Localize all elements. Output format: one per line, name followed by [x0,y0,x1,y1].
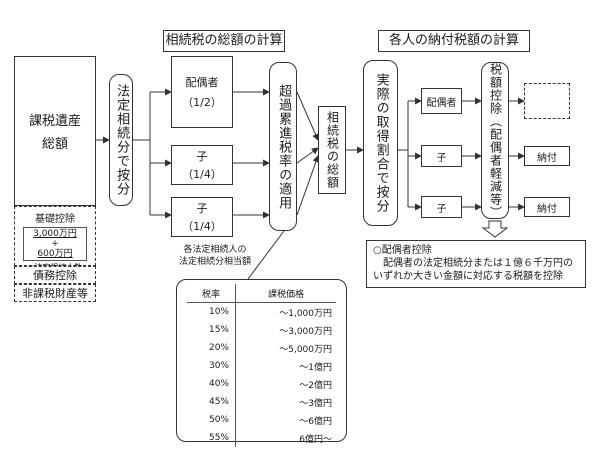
formula-line2: + [51,239,59,249]
heir-share: （1/4） [182,168,222,181]
rate-cell: 20% [208,343,229,353]
estate-title-line1: 課税遺産 [28,114,81,129]
payment-box-2: 納付 [524,197,570,217]
tax-credit-text: 税額控除（配偶者軽減等） [488,63,503,219]
heir-box-child-1: 子 （1/4） [171,145,233,185]
progressive-rate-box: 超過累進税率の適用 [269,62,297,231]
tax-credit-box: 税額控除（配偶者軽減等） [481,62,509,219]
column-header-rate: 税率 [187,284,236,303]
value-cell: 6億円～ [235,429,336,447]
spouse-payment-empty-box [524,83,570,119]
rate-cell: 40% [208,379,229,389]
basic-deduction-label: 基礎控除 [35,214,75,225]
actual-share-division: 実際の取得割合で按分 [363,60,398,226]
rate-cell: 50% [208,415,229,425]
table-row: 10% ～1,000万円 [187,302,336,321]
rate-cell: 55% [208,433,229,443]
payment-box-1: 納付 [524,146,570,166]
recipient-child-1: 子 [421,145,462,167]
spouse-deduction-note: ○配偶者控除 配偶者の法定相続分または１億６千万円の いずれか大きい金額に対応す… [366,240,586,288]
heir-box-child-2: 子 （1/4） [171,197,233,237]
column-header-taxable-value: 課税価格 [235,284,336,303]
header-individual-tax: 各人の納付税額の計算 [378,30,530,52]
heir-name: 子 [196,202,208,215]
heir-box-spouse: 配偶者 （1/2） [171,56,233,128]
rate-cell: 30% [208,361,229,371]
non-taxable-assets-box: 非課税財産等 [14,284,96,302]
heir-share: （1/2） [182,96,222,109]
formula-line3: 600万円 [37,249,73,259]
formula-line1: 3,000万円 [33,229,77,239]
rate-cell: 10% [208,307,229,317]
table-row: 55% 6億円～ [187,429,336,447]
table-row: 50% ～6億円 [187,411,336,429]
heirs-note-line2: 法定相続分相当額 [178,257,251,267]
basic-deduction-box: 基礎控除 3,000万円 + 600万円 ×法定相続人数 [14,206,96,272]
table-row: 45% ～3億円 [187,393,336,411]
table-row: 15% ～3,000万円 [187,321,336,339]
deduction-formula: 3,000万円 + 600万円 [23,227,87,261]
spouse-note-line1: 配偶者の法定相続分または１億６千万円の [383,258,573,269]
progressive-rate-text: 超過累進税率の適用 [276,83,292,210]
heirs-note-line1: 各法定相続人の [183,245,247,255]
total-tax-box: 相続税の総額 [318,106,346,194]
value-cell: ～3億円 [235,393,336,411]
heir-name: 配偶者 [185,76,219,89]
tax-rate-table-callout: 税率 課税価格 10% ～1,000万円 15% ～3,000万円 20% ～5,00… [176,279,347,447]
recipient-child-2: 子 [421,196,462,218]
tax-rate-table: 税率 課税価格 10% ～1,000万円 15% ～3,000万円 20% ～5,00… [187,284,336,447]
estate-title-line2: 総額 [41,137,68,152]
value-cell: ～1,000万円 [235,302,336,321]
total-tax-text: 相続税の総額 [325,111,340,189]
rate-cell: 15% [208,325,229,335]
heir-share: （1/4） [182,220,222,233]
statutory-share-text: 法定相続分で按分 [114,84,130,196]
recipient-spouse: 配偶者 [421,88,462,114]
heir-name: 子 [196,150,208,163]
actual-share-text: 実際の取得割合で按分 [373,73,389,213]
value-cell: ～2億円 [235,375,336,393]
rate-cell: 45% [208,397,229,407]
table-row: 30% ～1億円 [187,357,336,375]
value-cell: ～3,000万円 [235,321,336,339]
table-row: 20% ～5,000万円 [187,339,336,357]
header-total-tax: 相続税の総額の計算 [163,30,285,52]
statutory-share-division: 法定相続分で按分 [109,74,133,206]
table-row: 40% ～2億円 [187,375,336,393]
spouse-note-line2: いずれか大きい金額に対応する税額を控除 [373,271,563,282]
taxable-estate-box: 課税遺産 総額 [14,56,96,206]
table-header-row: 税率 課税価格 [187,284,336,303]
value-cell: ～6億円 [235,411,336,429]
value-cell: ～5,000万円 [235,339,336,357]
heirs-note: 各法定相続人の 法定相続分相当額 [167,244,263,268]
value-cell: ～1億円 [235,357,336,375]
debt-deduction-box: 債務控除 [14,266,96,284]
spouse-note-title: ○配偶者控除 [373,245,432,256]
